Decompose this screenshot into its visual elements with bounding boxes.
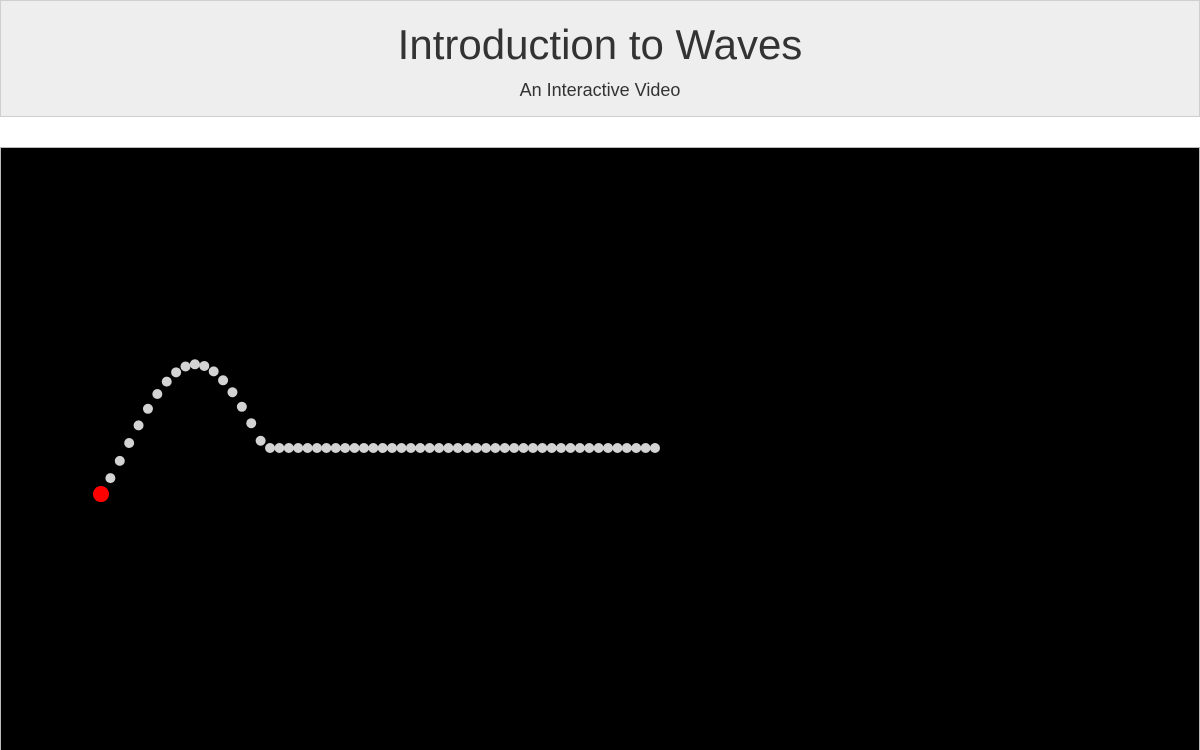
string-particle bbox=[424, 443, 435, 453]
wave-canvas[interactable] bbox=[1, 148, 1199, 750]
string-particle bbox=[612, 443, 623, 453]
string-particle bbox=[499, 443, 510, 453]
wave-video-stage[interactable] bbox=[0, 147, 1200, 750]
string-particle bbox=[650, 443, 660, 453]
page-subtitle: An Interactive Video bbox=[519, 80, 681, 100]
string-particle bbox=[274, 443, 285, 453]
string-particle bbox=[415, 443, 426, 453]
string-particle bbox=[358, 443, 369, 453]
string-particle bbox=[180, 361, 191, 372]
string-particle bbox=[293, 443, 304, 453]
string-particle bbox=[462, 443, 473, 453]
string-particle bbox=[434, 443, 445, 453]
string-particle bbox=[480, 443, 491, 453]
string-particle bbox=[387, 443, 398, 453]
page-title: Introduction to Waves bbox=[397, 21, 803, 68]
string-particle bbox=[199, 360, 210, 371]
string-particle bbox=[509, 443, 520, 453]
string-particle bbox=[621, 443, 632, 453]
string-particle bbox=[142, 403, 153, 414]
string-particle bbox=[565, 443, 576, 453]
string-particle bbox=[368, 443, 379, 453]
string-particle bbox=[218, 375, 229, 386]
string-particle bbox=[396, 443, 407, 453]
string-particle bbox=[603, 443, 614, 453]
string-particle bbox=[377, 443, 388, 453]
wave-driver-handle[interactable] bbox=[93, 486, 109, 503]
string-particle bbox=[152, 388, 163, 399]
string-particle bbox=[265, 443, 276, 453]
string-particle bbox=[124, 438, 135, 449]
string-particle bbox=[443, 443, 454, 453]
page-header: Introduction to Waves An Interactive Vid… bbox=[0, 0, 1200, 117]
string-particle bbox=[556, 443, 567, 453]
string-particle bbox=[302, 443, 313, 453]
string-particle bbox=[321, 443, 332, 453]
string-particle bbox=[171, 367, 182, 378]
string-particle bbox=[593, 443, 604, 453]
string-particle bbox=[471, 443, 482, 453]
string-particle bbox=[161, 376, 172, 387]
string-particle bbox=[255, 435, 266, 446]
string-particle bbox=[189, 359, 200, 370]
string-particle bbox=[490, 443, 501, 453]
string-particle bbox=[105, 473, 116, 484]
string-particle bbox=[537, 443, 548, 453]
string-particle bbox=[311, 443, 322, 453]
string-particle bbox=[340, 443, 351, 453]
string-particle bbox=[236, 401, 247, 412]
string-particle bbox=[283, 443, 294, 453]
string-particle bbox=[349, 443, 360, 453]
string-particle bbox=[518, 443, 529, 453]
string-particle bbox=[452, 443, 463, 453]
string-particle bbox=[227, 387, 238, 398]
string-particle bbox=[405, 443, 416, 453]
string-particle bbox=[546, 443, 557, 453]
string-particle bbox=[574, 443, 585, 453]
string-particle bbox=[246, 418, 257, 429]
string-particle bbox=[640, 443, 651, 453]
string-particle bbox=[330, 443, 341, 453]
string-particle bbox=[631, 443, 642, 453]
string-particle bbox=[527, 443, 538, 453]
string-particle bbox=[114, 455, 125, 466]
string-particle bbox=[133, 420, 144, 431]
string-particle bbox=[208, 366, 219, 377]
string-particle bbox=[584, 443, 595, 453]
